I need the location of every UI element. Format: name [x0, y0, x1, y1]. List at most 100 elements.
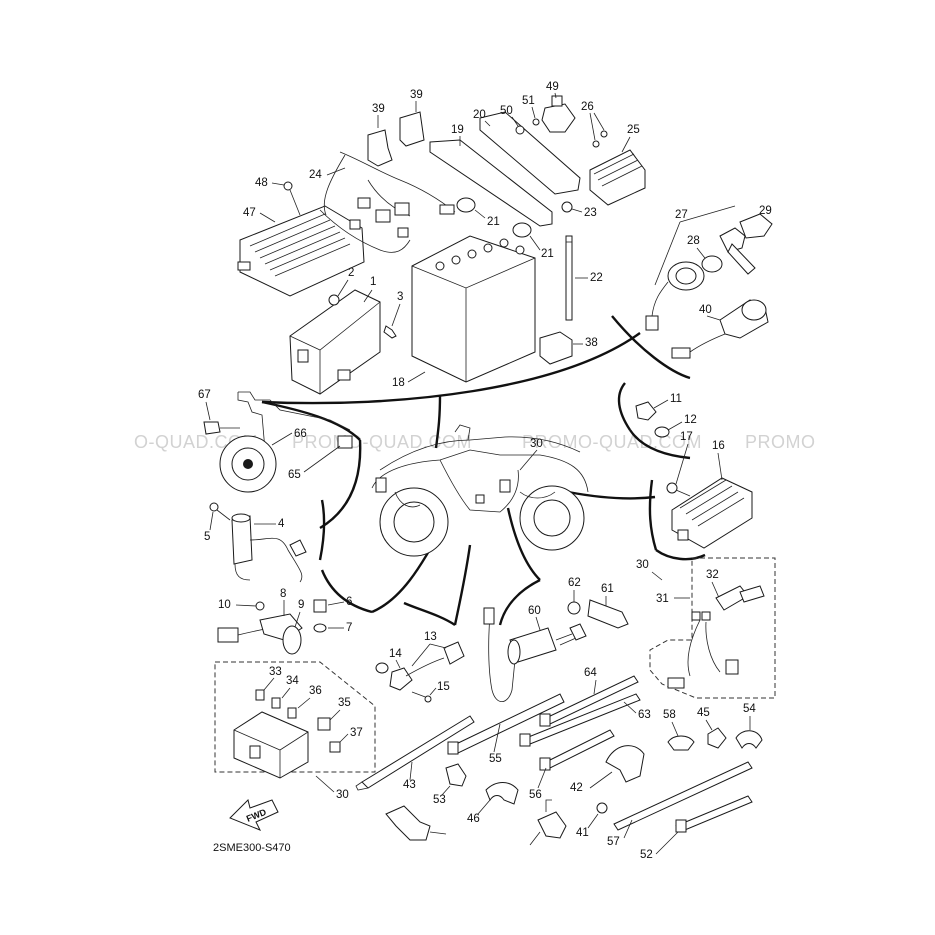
label-42: 57 [607, 836, 620, 848]
label-41: 52 [640, 849, 653, 861]
label-24: 24 [309, 169, 322, 181]
cdi-unit [289, 289, 381, 395]
starter-relay-group: 49 50 51 26 25 [500, 81, 646, 206]
sensor-6 [313, 599, 327, 613]
watermark-edge: PROMO [745, 432, 816, 452]
label-47: 47 [243, 207, 256, 219]
horn-group: 67 66 65 [198, 389, 353, 493]
label-51: 51 [522, 95, 535, 107]
clamp-45 [735, 730, 763, 749]
label-30-b: 30 [636, 559, 649, 571]
cable-ties-group: 43 55 64 63 56 57 52 [355, 667, 753, 861]
harness-detail-group: 30 31 32 [636, 557, 776, 699]
sensor-13-group: 13 14 15 [375, 631, 465, 703]
horn-bracket [238, 391, 351, 431]
separator-starter-leader [506, 507, 541, 581]
label-17: 17 [680, 431, 693, 443]
separator-rectifier-leader [567, 490, 656, 500]
label-49: 49 [546, 81, 559, 93]
label-46: 56 [529, 789, 542, 801]
battery-body [411, 235, 536, 383]
relay-38 [539, 331, 573, 365]
cable-tie-41 [675, 795, 753, 833]
label-5: 5 [204, 531, 210, 543]
label-62: 62 [568, 577, 581, 589]
separator-switch-leader [403, 601, 456, 626]
label-39-a: 39 [372, 103, 385, 115]
label-40: 40 [699, 304, 712, 316]
wire-harness-group: 24 39 39 [309, 89, 456, 253]
battery-cover [479, 111, 581, 195]
label-54: 53 [433, 794, 446, 806]
label-21-b: 21 [541, 248, 554, 260]
label-59: 64 [584, 667, 597, 679]
label-11: 11 [670, 393, 682, 405]
clamp-53 [485, 782, 519, 805]
label-31: 31 [656, 593, 669, 605]
label-9: 9 [298, 599, 304, 611]
label-21-a: 21 [487, 216, 500, 228]
ignition-coil [231, 515, 253, 565]
starter-relay [541, 103, 576, 133]
label-12: 12 [684, 414, 697, 426]
label-20: 20 [473, 109, 486, 121]
label-15: 15 [437, 681, 450, 693]
label-56: 41 [576, 827, 589, 839]
label-16: 16 [712, 440, 725, 452]
label-19: 19 [451, 124, 464, 136]
separator-top-group [261, 332, 641, 405]
label-28: 28 [687, 235, 700, 247]
cable-tie-46 [545, 729, 615, 769]
label-30-c: 30 [336, 789, 349, 801]
ignition-group: 27 29 28 40 [645, 205, 773, 359]
forward-arrow: FWD [229, 799, 279, 831]
fuse-box-outline [214, 661, 376, 773]
label-45: 54 [743, 703, 756, 715]
label-48: 48 [255, 177, 268, 189]
label-18: 18 [392, 377, 405, 389]
key-29 [739, 213, 773, 239]
label-50: 50 [500, 105, 513, 117]
label-13: 13 [424, 631, 437, 643]
label-53: 46 [467, 813, 480, 825]
label-22: 22 [590, 272, 603, 284]
fuse-box-30 [233, 711, 309, 779]
watermark-right: PROMO-QUAD.COM [522, 432, 702, 452]
clamp-58 [707, 727, 727, 749]
region-separators [261, 315, 706, 626]
battery-group: 19 20 21 21 23 22 18 38 [392, 109, 603, 389]
label-58: 45 [697, 707, 710, 719]
label-1: 1 [370, 276, 376, 288]
sensor-11 [635, 401, 657, 421]
label-23: 23 [584, 207, 597, 219]
label-7: 7 [346, 622, 352, 634]
separator-coil-top [318, 499, 326, 561]
atv-silhouette: 30 [371, 424, 589, 557]
label-2: 2 [348, 267, 354, 279]
label-25: 25 [627, 124, 640, 136]
clamp-43 [667, 735, 695, 751]
label-43: 58 [663, 709, 676, 721]
label-29: 29 [759, 205, 772, 217]
clamps-group: 53 46 42 41 58 45 54 [385, 703, 763, 846]
label-3: 3 [397, 291, 403, 303]
separator-ignition-group [611, 315, 691, 380]
separator-switch-top [617, 382, 631, 431]
cable-tie-55 [361, 715, 475, 789]
label-66: 66 [294, 428, 307, 440]
regulator-25 [589, 149, 646, 206]
separator-horn-side [319, 439, 362, 530]
label-61: 61 [601, 583, 614, 595]
label-27: 27 [675, 209, 688, 221]
fuse-box-group: 33 34 36 35 37 30 [214, 661, 376, 801]
label-4: 4 [278, 518, 285, 530]
connector-10 [217, 627, 239, 643]
harness-detail-box [649, 557, 776, 699]
cable-tie-42 [613, 761, 753, 831]
label-38: 38 [585, 337, 598, 349]
ecu-module [239, 205, 365, 297]
label-36: 36 [309, 685, 322, 697]
separator-starter-loop [498, 578, 541, 626]
label-65: 65 [288, 469, 301, 481]
